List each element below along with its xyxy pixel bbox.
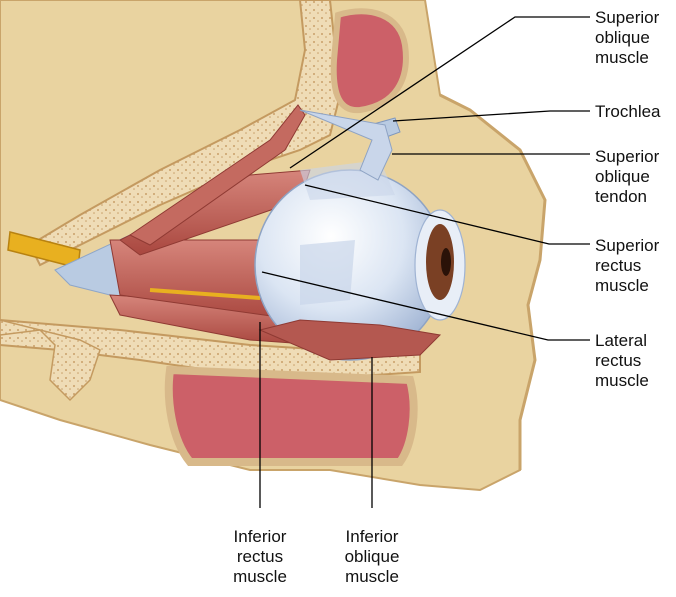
label-line: oblique [328,547,416,567]
lateral-rectus-insertion [300,240,355,305]
label-line: muscle [218,567,302,587]
label-line: Trochlea [595,102,661,122]
label-line: tendon [595,187,659,207]
label-superior-rectus-muscle: Superior rectus muscle [595,236,659,296]
label-superior-oblique-muscle: Superior oblique muscle [595,8,659,68]
pupil [441,248,451,276]
label-line: muscle [595,371,649,391]
label-line: Inferior [328,527,416,547]
label-trochlea: Trochlea [595,102,661,122]
label-line: Superior [595,8,659,28]
label-line: muscle [328,567,416,587]
label-lateral-rectus-muscle: Lateral rectus muscle [595,331,649,391]
label-line: oblique [595,28,659,48]
label-inferior-oblique-muscle: Inferior oblique muscle [328,527,416,587]
label-line: Superior [595,236,659,256]
label-line: Superior [595,147,659,167]
label-line: muscle [595,276,659,296]
label-line: Lateral [595,331,649,351]
label-line: rectus [218,547,302,567]
frontal-sinus [334,11,406,110]
label-line: muscle [595,48,659,68]
label-line: rectus [595,256,659,276]
label-superior-oblique-tendon: Superior oblique tendon [595,147,659,207]
label-line: oblique [595,167,659,187]
label-inferior-rectus-muscle: Inferior rectus muscle [218,527,302,587]
label-line: Inferior [218,527,302,547]
label-line: rectus [595,351,649,371]
maxillary-sinus [169,370,414,462]
